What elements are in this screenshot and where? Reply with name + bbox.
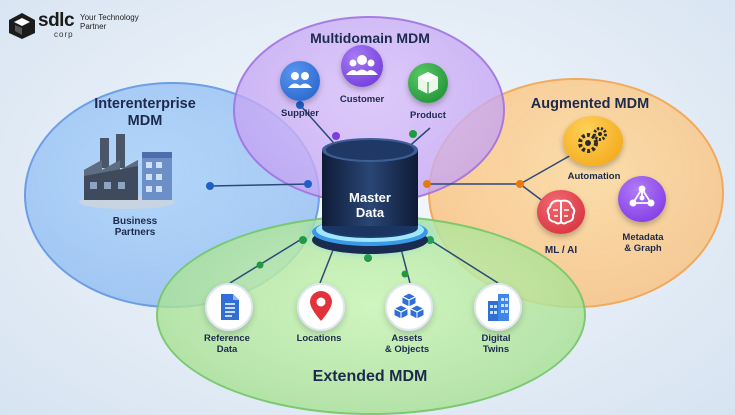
node-dot — [206, 182, 214, 190]
connector-reference — [229, 239, 301, 284]
gears-icon — [578, 127, 607, 153]
logo-tagline: Your Technology Partner — [80, 13, 139, 31]
factory-icon — [79, 134, 175, 209]
extended-title: Extended MDM — [312, 368, 428, 385]
node-dot — [401, 270, 409, 278]
logo-wordmark: sdlc — [38, 10, 75, 31]
supplier-node — [280, 61, 320, 101]
digital-twins-node — [474, 283, 522, 331]
brain-icon — [546, 199, 576, 225]
logo-subtext: corp — [54, 30, 74, 39]
locations-node — [297, 283, 345, 331]
assets-node — [385, 283, 433, 331]
customer-icon — [346, 55, 378, 75]
node-dot — [256, 261, 264, 269]
customer-node — [341, 45, 383, 87]
buildings-icon — [488, 294, 509, 321]
cubes-icon — [392, 292, 426, 320]
automation-label: Automation — [567, 171, 621, 182]
reference-data-node — [205, 283, 253, 331]
assets-label: Assets& Objects — [384, 333, 430, 355]
metadata-label: Metadata& Graph — [622, 232, 664, 254]
node-dot — [296, 101, 304, 109]
mlai-node — [537, 190, 585, 234]
customer-label: Customer — [339, 94, 385, 105]
supplier-label: Supplier — [280, 108, 319, 119]
node-dot — [409, 130, 417, 138]
product-node — [408, 63, 448, 103]
logo-cube-icon — [9, 13, 35, 39]
multidomain-title: Multidomain MDM — [310, 30, 430, 46]
connector-interenterprise — [209, 183, 311, 187]
node-dot — [332, 132, 340, 140]
node-dot — [423, 180, 431, 188]
supplier-icon — [288, 72, 312, 88]
node-dot — [516, 180, 524, 188]
mlai-label: ML / AI — [544, 245, 578, 256]
graph-icon — [629, 185, 655, 207]
product-icon — [418, 72, 438, 94]
node-dot — [304, 180, 312, 188]
automation-node — [563, 116, 623, 166]
metadata-node — [618, 176, 666, 222]
locations-label: Locations — [296, 333, 342, 344]
connector-twins — [429, 239, 499, 284]
location-pin-icon — [310, 291, 332, 321]
document-icon — [221, 294, 239, 320]
master-data-cylinder — [298, 138, 442, 260]
augmented-title: Augmented MDM — [530, 96, 650, 112]
product-label: Product — [410, 110, 446, 121]
